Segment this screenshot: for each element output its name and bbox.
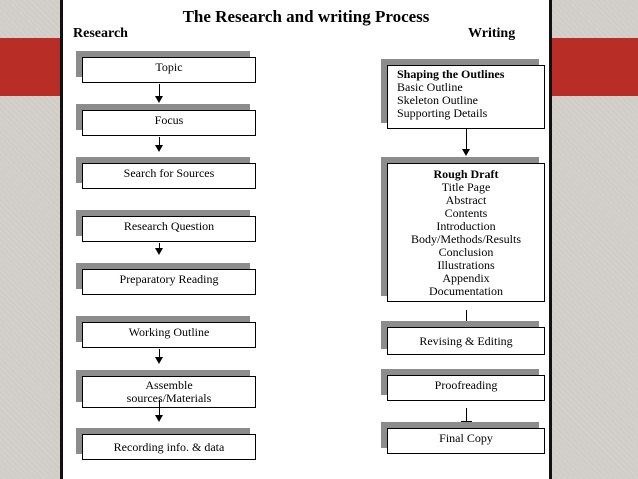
- page-title: The Research and writing Process: [182, 7, 430, 26]
- arrow-down: [462, 129, 470, 156]
- outline-item: Supporting Details: [397, 106, 488, 120]
- step-label: Focus: [154, 113, 184, 127]
- draft-item: Appendix: [442, 271, 490, 285]
- outline-item: Skeleton Outline: [397, 93, 478, 107]
- step-label: Working Outline: [128, 325, 210, 339]
- arrow-down: [155, 243, 163, 255]
- step-label: Research Question: [123, 219, 215, 233]
- step-topic: Topic: [82, 57, 256, 83]
- connector-tee: [461, 408, 472, 422]
- box-title: Rough Draft: [433, 167, 499, 181]
- arrow-down: [155, 84, 163, 103]
- box-label: Revising & Editing: [419, 333, 513, 348]
- draft-item: Conclusion: [438, 245, 494, 259]
- step-recording-info: Recording info. & data: [82, 434, 256, 460]
- process-sheet: The Research and writing Process Researc…: [60, 0, 552, 479]
- step-label: sources/Materials: [126, 391, 212, 405]
- final-copy-box: Final Copy: [387, 428, 545, 454]
- step-label: Topic: [155, 60, 183, 74]
- draft-item: Title Page: [441, 180, 491, 194]
- proofreading-box: Proofreading: [387, 375, 545, 401]
- outline-item: Basic Outline: [397, 80, 463, 94]
- step-preparatory-reading: Preparatory Reading: [82, 269, 256, 295]
- step-focus: Focus: [82, 110, 256, 136]
- revising-editing-box: Revising & Editing: [387, 327, 545, 355]
- box-title: Shaping the Outlines: [397, 67, 505, 81]
- arrow-down: [155, 137, 163, 152]
- draft-item: Illustrations: [437, 258, 495, 272]
- draft-item: Contents: [444, 206, 488, 220]
- research-heading: Research: [73, 26, 128, 41]
- rough-draft-box: Rough Draft Title Page Abstract Contents…: [387, 163, 545, 302]
- step-working-outline: Working Outline: [82, 322, 256, 348]
- step-label: Assemble: [145, 378, 193, 392]
- draft-item: Introduction: [436, 219, 496, 233]
- draft-item: Abstract: [445, 193, 487, 207]
- step-research-question: Research Question: [82, 216, 256, 242]
- writing-heading: Writing: [468, 26, 516, 41]
- step-assemble-sources: Assemble sources/Materials: [82, 376, 256, 408]
- arrow-down: [155, 400, 163, 422]
- arrow-down: [155, 349, 163, 364]
- box-label: Final Copy: [439, 431, 493, 445]
- step-search-for-sources: Search for Sources: [82, 163, 256, 189]
- connector-tee: [461, 310, 472, 323]
- step-label: Preparatory Reading: [119, 272, 219, 286]
- step-label: Recording info. & data: [113, 439, 225, 454]
- shaping-outlines-box: Shaping the Outlines Basic Outline Skele…: [387, 65, 545, 129]
- box-label: Proofreading: [434, 378, 498, 392]
- draft-item: Body/Methods/Results: [410, 232, 521, 246]
- draft-item: Documentation: [429, 284, 503, 298]
- step-label: Search for Sources: [123, 166, 215, 180]
